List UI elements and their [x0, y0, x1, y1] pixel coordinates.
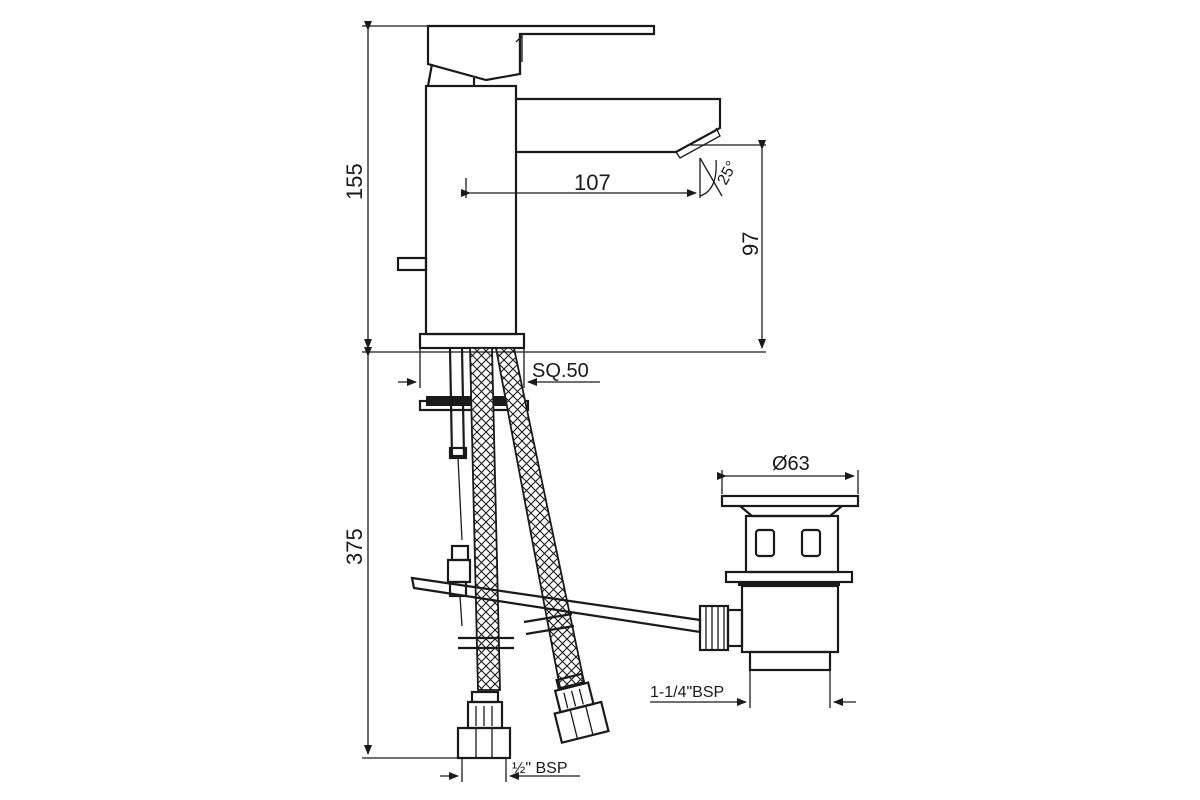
dim-waste-thread-label: 1-1/4"BSP — [650, 684, 724, 701]
dim-97-label: 97 — [738, 232, 763, 256]
faucet-body — [396, 24, 722, 350]
dimension-lines — [362, 21, 859, 782]
dim-angle-label: 25° — [715, 159, 741, 188]
dim-155-label: 155 — [342, 163, 367, 200]
dim-107-label: 107 — [574, 170, 611, 195]
dim-hose-thread-label: ½" BSP — [512, 760, 567, 777]
pop-up-waste — [698, 494, 860, 672]
dim-dia63-label: Ø63 — [772, 453, 810, 475]
dim-375-label: 375 — [342, 528, 367, 565]
dim-sq50-label: SQ.50 — [532, 360, 589, 382]
flexible-hoses — [456, 347, 610, 760]
